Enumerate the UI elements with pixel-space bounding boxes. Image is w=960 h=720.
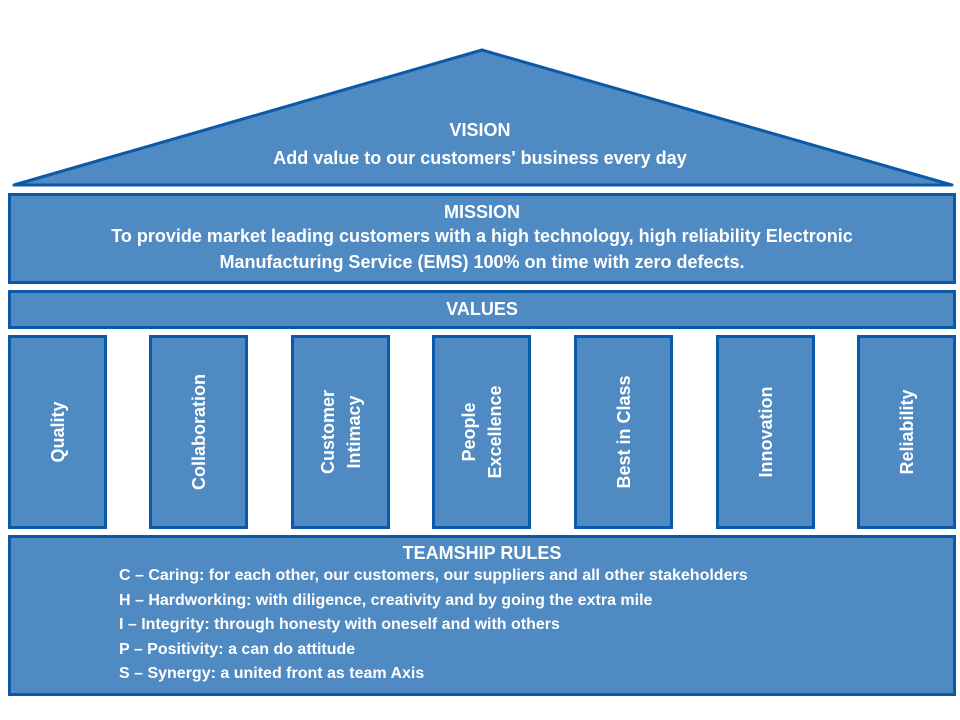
roof-shape xyxy=(12,48,954,187)
pillar-innovation: Innovation xyxy=(716,335,815,529)
rule-item: C – Caring: for each other, our customer… xyxy=(119,567,748,584)
teamship-title: TEAMSHIP RULES xyxy=(402,543,562,563)
rule-item: I – Integrity: through honesty with ones… xyxy=(119,616,560,633)
pillar-label: Quality xyxy=(45,401,71,462)
pillar-reliability: Reliability xyxy=(857,335,956,529)
rule-item: H – Hardworking: with diligence, creativ… xyxy=(119,591,653,609)
pillar-label: Reliability xyxy=(894,389,920,474)
teamship-rules-box: TEAMSHIP RULES C – Caring: for each othe… xyxy=(8,535,956,696)
pillar-label-line: Intimacy xyxy=(343,395,364,469)
mission-title: MISSION xyxy=(443,202,520,222)
pillar-label: Innovation xyxy=(753,387,779,478)
mission-box: MISSION To provide market leading custom… xyxy=(8,193,956,284)
mission-line: Manufacturing Service (EMS) 100% on time… xyxy=(219,252,745,272)
pillar-label-line: Innovation xyxy=(755,386,776,478)
vision-text: Add value to our customers' business eve… xyxy=(273,148,687,168)
rule-item: S – Synergy: a united front as team Axis xyxy=(119,665,425,682)
pillar-label: Collaboration xyxy=(186,374,212,490)
pillar-label-line: Collaboration xyxy=(188,374,209,490)
values-title: VALUES xyxy=(446,299,518,319)
pillar-label-line: Excellence xyxy=(484,385,505,479)
pillar-quality: Quality xyxy=(8,335,107,529)
pillar-label-line: Best in Class xyxy=(613,375,634,489)
rule-item: P – Positivity: a can do attitude xyxy=(119,640,356,658)
pillar-label-line: Reliability xyxy=(896,389,917,475)
vision-title: VISION xyxy=(449,120,511,140)
values-header: VALUES xyxy=(8,290,956,329)
pillar-label: Best in Class xyxy=(611,375,637,488)
mission-line: To provide market leading customers with… xyxy=(111,226,853,246)
pillar-best-in-class: Best in Class xyxy=(574,335,673,529)
pillar-collaboration: Collaboration xyxy=(149,335,248,529)
pillar-label-line: People xyxy=(458,402,479,462)
vision-roof xyxy=(12,48,954,187)
teamship-rules-list: C – Caring: for each other, our customer… xyxy=(11,564,953,687)
pillar-label-line: Customer xyxy=(317,389,338,475)
pillar-label-line: Quality xyxy=(47,401,68,463)
